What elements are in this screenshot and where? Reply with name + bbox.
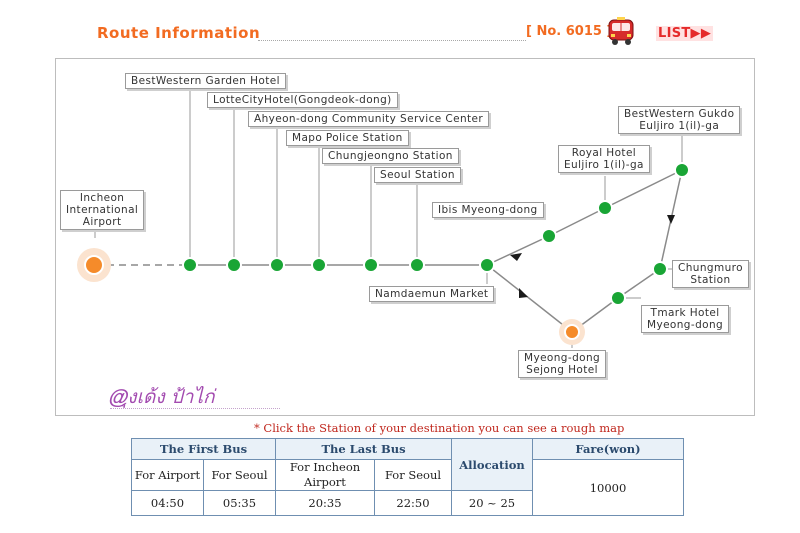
station-label-namdaemun[interactable]: Namdaemun Market bbox=[369, 286, 495, 302]
route-line bbox=[486, 169, 683, 266]
station-marker bbox=[597, 200, 613, 216]
allocation-value: 20 ~ 25 bbox=[451, 490, 533, 516]
station-label-chungmuro[interactable]: Chungmuro Station bbox=[672, 260, 749, 288]
airport-terminal-marker bbox=[84, 255, 104, 275]
station-label-airport[interactable]: Incheon International Airport bbox=[60, 190, 145, 230]
station-marker bbox=[182, 257, 198, 273]
header-last-bus: The Last Bus bbox=[275, 438, 452, 460]
direction-arrow bbox=[510, 253, 522, 261]
station-marker bbox=[541, 228, 557, 244]
station-marker bbox=[610, 290, 626, 306]
fare-value: 10000 bbox=[532, 459, 684, 516]
map-hint-note: * Click the Station of your destination … bbox=[254, 421, 625, 435]
route-line bbox=[486, 264, 573, 333]
bus-schedule-table: The First Bus The Last Bus Allocation Fa… bbox=[131, 438, 684, 516]
subheader-last-for-seoul: For Seoul bbox=[374, 459, 452, 491]
last-bus-airport-time: 20:35 bbox=[275, 490, 375, 516]
title-divider bbox=[258, 40, 526, 41]
station-label-chungjeongno[interactable]: Chungjeongno Station bbox=[322, 148, 459, 164]
header-fare: Fare(won) bbox=[532, 438, 684, 460]
station-label-sejong[interactable]: Myeong-dong Sejong Hotel bbox=[518, 350, 607, 378]
station-marker bbox=[652, 261, 668, 277]
station-marker bbox=[479, 257, 495, 273]
station-label-bestwestern-garden[interactable]: BestWestern Garden Hotel bbox=[125, 73, 286, 89]
watermark-underline bbox=[110, 408, 280, 409]
station-marker bbox=[311, 257, 327, 273]
route-number: [ No. 6015 ] bbox=[526, 24, 613, 39]
station-label-ahyeon[interactable]: Ahyeon-dong Community Service Center bbox=[248, 111, 490, 127]
station-marker bbox=[674, 162, 690, 178]
last-bus-seoul-time: 22:50 bbox=[374, 490, 452, 516]
list-button[interactable]: LIST▶▶ bbox=[656, 26, 714, 41]
station-marker bbox=[409, 257, 425, 273]
station-label-royal-hotel[interactable]: Royal Hotel Euljiro 1(il)-ga bbox=[558, 145, 650, 173]
station-label-bestwestern-gukdo[interactable]: BestWestern Gukdo Euljiro 1(il)-ga bbox=[618, 106, 741, 134]
station-marker bbox=[269, 257, 285, 273]
station-label-lottecity[interactable]: LotteCityHotel(Gongdeok-dong) bbox=[207, 92, 398, 108]
station-label-mapo-police[interactable]: Mapo Police Station bbox=[286, 130, 409, 146]
station-marker bbox=[363, 257, 379, 273]
page-title: Route Information bbox=[97, 24, 261, 42]
station-label-tmark[interactable]: Tmark Hotel Myeong-dong bbox=[641, 305, 730, 333]
bus-icon bbox=[608, 17, 634, 45]
subheader-last-for-incheon-airport: For Incheon Airport bbox=[275, 459, 375, 491]
sejong-terminal-marker bbox=[564, 324, 580, 340]
station-marker bbox=[226, 257, 242, 273]
first-bus-seoul-time: 05:35 bbox=[203, 490, 276, 516]
direction-arrow bbox=[519, 288, 528, 298]
station-label-seoul-station[interactable]: Seoul Station bbox=[374, 167, 461, 183]
subheader-first-for-seoul: For Seoul bbox=[203, 459, 276, 491]
subheader-first-for-airport: For Airport bbox=[131, 459, 204, 491]
header-first-bus: The First Bus bbox=[131, 438, 276, 460]
route-map-lines bbox=[77, 88, 690, 348]
station-label-ibis[interactable]: Ibis Myeong-dong bbox=[432, 202, 544, 218]
direction-arrow bbox=[667, 215, 675, 224]
header-allocation: Allocation bbox=[451, 438, 533, 491]
first-bus-airport-time: 04:50 bbox=[131, 490, 204, 516]
watermark-signature: @ุงเด้ง ป้าไก่ bbox=[108, 386, 215, 408]
